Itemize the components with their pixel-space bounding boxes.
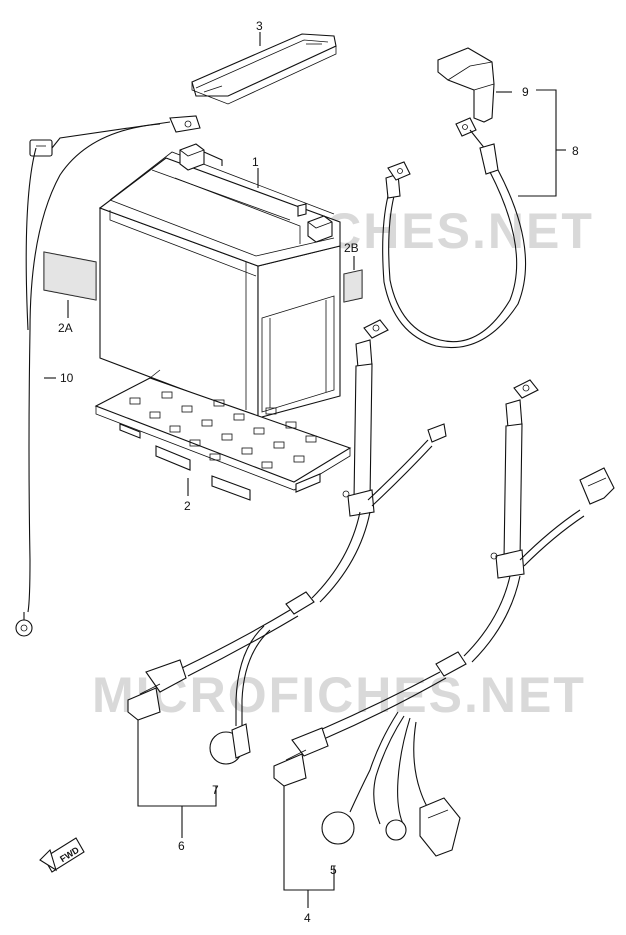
fwd-arrow-icon: FWD: [39, 837, 85, 873]
callout-4: 4: [304, 911, 311, 925]
callout-2b: 2B: [344, 241, 359, 255]
callout-2a: 2A: [58, 321, 73, 335]
callout-9: 9: [522, 85, 529, 99]
starter-harness-4: [273, 379, 615, 908]
starter-harness-6: [127, 319, 447, 838]
battery-tray: [94, 369, 352, 501]
callout-3: 3: [256, 19, 263, 33]
callout-1: 1: [252, 155, 259, 169]
ground-lead: [15, 115, 201, 637]
battery-cable-assembly: [382, 47, 527, 349]
leader-8: [518, 89, 557, 197]
callout-7: 7: [212, 783, 219, 797]
battery: [98, 143, 341, 419]
battery-pad-2b: [343, 256, 363, 303]
callout-8: 8: [572, 144, 579, 158]
callout-6: 6: [178, 839, 185, 853]
battery-strap: [191, 33, 337, 105]
callout-10: 10: [60, 371, 74, 385]
callout-2: 2: [184, 499, 191, 513]
callout-5: 5: [330, 863, 337, 877]
battery-pad-2a: [43, 251, 97, 318]
